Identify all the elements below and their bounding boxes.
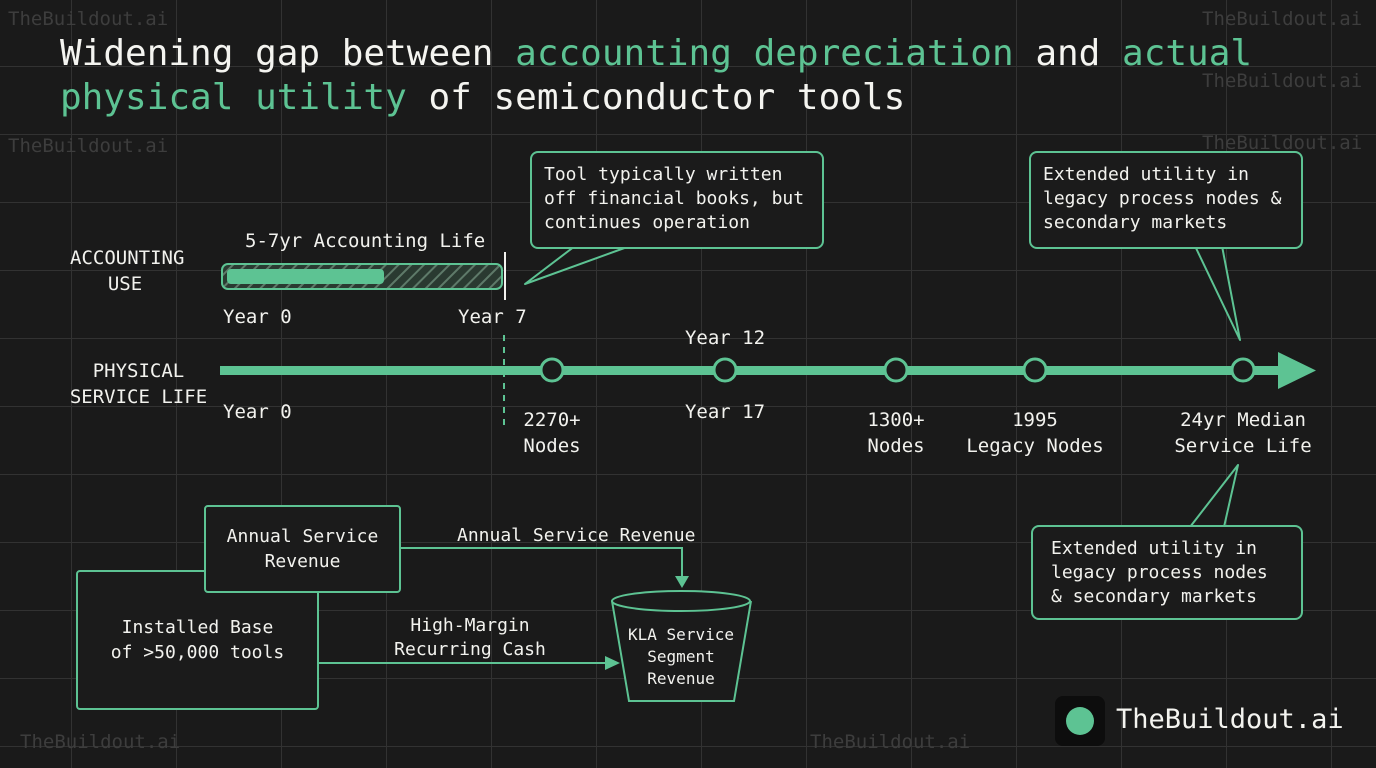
- extended-utility-callout-top: Extended utility in legacy process nodes…: [1029, 151, 1303, 249]
- recurring-cash-label: High-Margin Recurring Cash: [394, 615, 546, 660]
- title-text: and: [1013, 33, 1123, 74]
- installed-base-box: Installed Base of >50,000 tools: [76, 570, 319, 710]
- arrowhead: [605, 656, 620, 670]
- page-title: Widening gap between accounting deprecia…: [60, 32, 1320, 120]
- brand-logo: [1055, 696, 1105, 746]
- watermark: TheBuildout.ai: [1202, 132, 1363, 154]
- milestone-dot: [1022, 357, 1048, 383]
- accounting-row-label: ACCOUNTING USE: [70, 247, 185, 295]
- title-text: of semiconductor tools: [406, 77, 906, 118]
- kla-service-revenue-label: KLA Service Segment Revenue: [628, 625, 734, 688]
- title-highlight-utility: actual physical utility: [60, 33, 1253, 118]
- writeoff-callout: Tool typically written off financial boo…: [530, 151, 824, 249]
- service-revenue-arrow: [400, 547, 683, 578]
- accounting-year7-label: Year 7: [458, 306, 527, 328]
- watermark: TheBuildout.ai: [20, 731, 181, 753]
- milestone-dot: [539, 357, 565, 383]
- milestone-dot: [883, 357, 909, 383]
- milestone-dot: [712, 357, 738, 383]
- extended-utility-callout-bottom: Extended utility in legacy process nodes…: [1031, 525, 1303, 620]
- title-text: Widening gap between: [60, 33, 516, 74]
- timeline-arrowhead: [1278, 352, 1316, 389]
- milestone-label-above: Year 12: [684, 327, 766, 349]
- milestone-label: 1995 Legacy Nodes: [966, 409, 1104, 457]
- accounting-life-label: 5-7yr Accounting Life: [245, 230, 486, 252]
- arrowhead: [675, 576, 689, 588]
- brand-name: TheBuildout.ai: [1116, 704, 1344, 735]
- brand-dot-icon: [1066, 707, 1094, 735]
- watermark: TheBuildout.ai: [1202, 8, 1363, 30]
- watermark: TheBuildout.ai: [1202, 70, 1363, 92]
- title-highlight-depreciation: accounting depreciation: [515, 33, 1014, 74]
- revenue-bucket: [611, 600, 752, 702]
- service-revenue-box: Annual Service Revenue: [204, 505, 401, 593]
- callout-tail: [1189, 464, 1239, 528]
- physical-year0-label: Year 0: [223, 401, 292, 423]
- physical-timeline: [220, 366, 1285, 375]
- milestone-label: 1300+ Nodes: [867, 409, 925, 457]
- physical-row-label: PHYSICAL SERVICE LIFE: [69, 360, 208, 408]
- watermark: TheBuildout.ai: [810, 731, 971, 753]
- watermark: TheBuildout.ai: [8, 135, 169, 157]
- bucket-rim: [611, 590, 751, 612]
- milestone-label: 2270+ Nodes: [523, 409, 581, 457]
- accounting-bar-fill: [227, 269, 384, 284]
- watermark: TheBuildout.ai: [8, 8, 169, 30]
- annual-service-revenue-label: Annual Service Revenue: [457, 525, 696, 546]
- callout-tail: [1194, 245, 1241, 341]
- milestone-dot: [1230, 357, 1256, 383]
- milestone-label: Year 17: [684, 401, 766, 423]
- milestone-label: 24yr Median Service Life: [1174, 409, 1312, 457]
- callout-tail: [524, 245, 631, 285]
- accounting-year0-label: Year 0: [223, 306, 292, 328]
